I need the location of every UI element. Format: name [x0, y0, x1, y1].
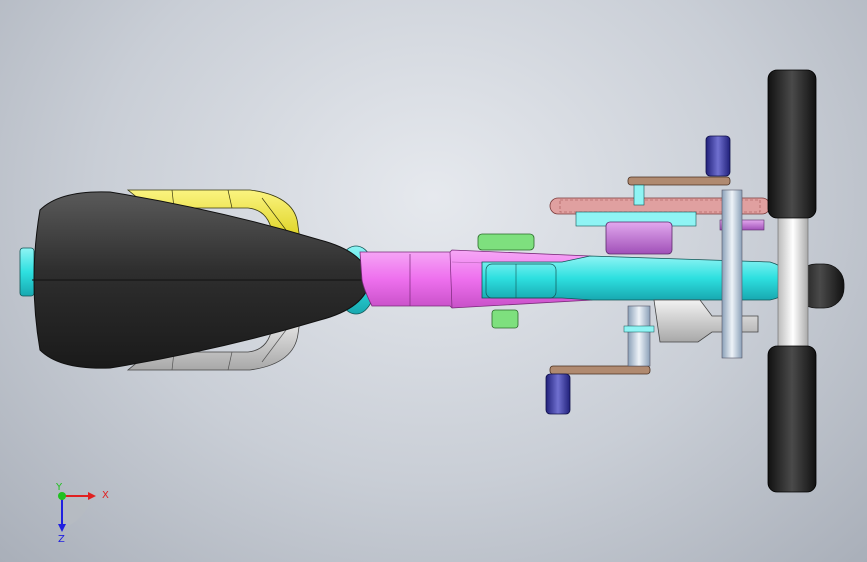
pedal-bottom[interactable] [545, 373, 571, 415]
hub[interactable] [605, 221, 673, 255]
boss-bottom-green[interactable] [491, 309, 519, 329]
triad-z-label: Z [58, 534, 65, 545]
handlebar-bar[interactable] [777, 211, 809, 353]
pedal-top[interactable] [705, 135, 731, 177]
saddle-front-clip[interactable] [19, 247, 35, 297]
triad-x-label: X [102, 490, 109, 501]
pedal-spindle-top[interactable] [633, 184, 645, 206]
handlebar[interactable] [767, 69, 817, 493]
coordinate-triad: X Y Z [55, 482, 109, 545]
crank-arm-top[interactable] [627, 176, 731, 186]
handlebar-grip-top[interactable] [767, 69, 817, 219]
bottom-bracket-axle[interactable] [627, 305, 651, 367]
boss-top-green[interactable] [477, 233, 535, 251]
fork-arm[interactable] [481, 255, 791, 301]
triad-y-axis [58, 492, 66, 500]
triad-y-label: Y [55, 482, 63, 493]
crank-arm-bottom[interactable] [549, 365, 651, 375]
saddle[interactable] [32, 191, 371, 369]
handlebar-grip-bottom[interactable] [767, 345, 817, 493]
steering-column[interactable] [721, 189, 743, 359]
